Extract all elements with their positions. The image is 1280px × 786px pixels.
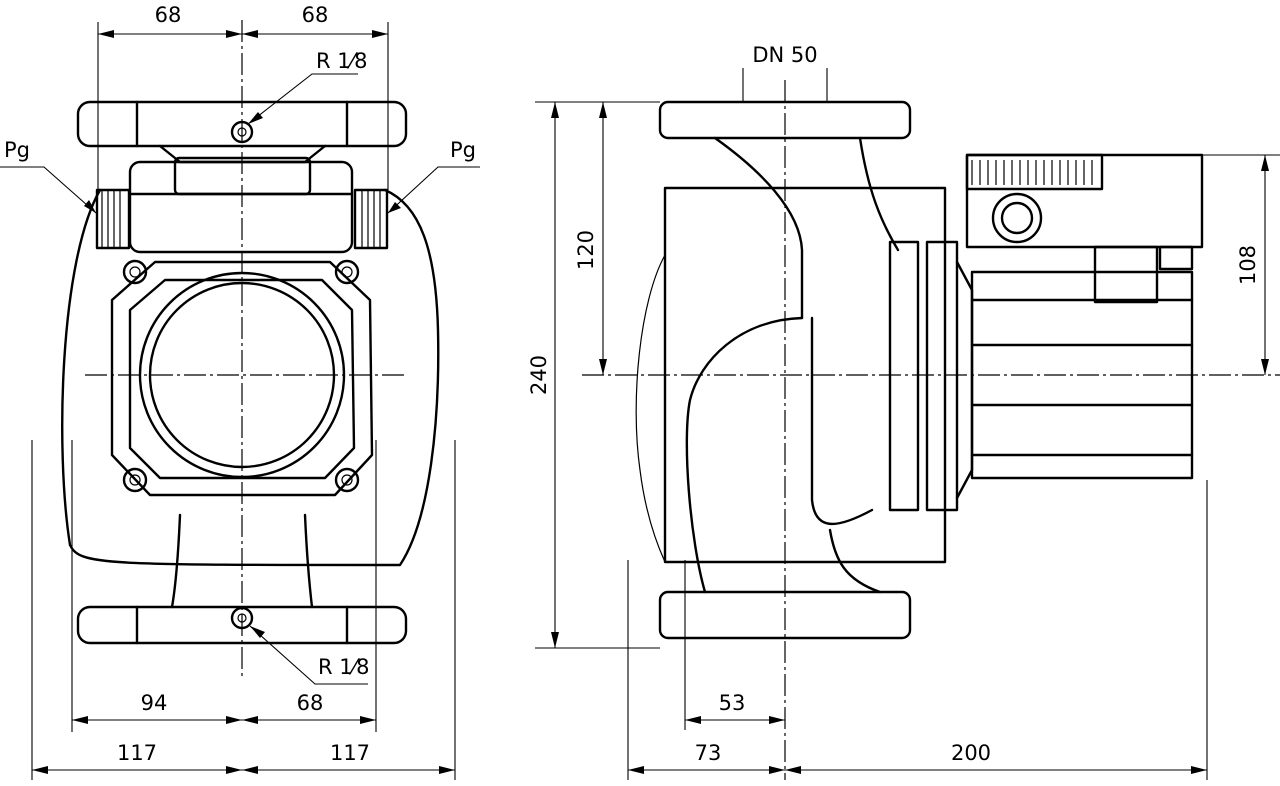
dim-height-240: 240 bbox=[527, 355, 551, 395]
pg-right-label: Pg bbox=[450, 138, 476, 162]
thread-bottom-label: R 1⁄8 bbox=[318, 655, 370, 679]
side-view: DN 50 240 120 108 53 73 2 bbox=[527, 43, 1280, 780]
thread-top-label: R 1⁄8 bbox=[316, 49, 368, 73]
dim-top-left: 68 bbox=[155, 3, 182, 27]
dim-73: 73 bbox=[695, 741, 722, 765]
front-view: 68 68 94 68 117 117 R 1⁄8 R 1⁄8 Pg Pg bbox=[0, 3, 480, 780]
dim-53: 53 bbox=[719, 691, 746, 715]
pg-left-label: Pg bbox=[4, 138, 30, 162]
dim-inner-left: 94 bbox=[141, 691, 168, 715]
dim-outer-right: 117 bbox=[330, 741, 370, 765]
dn-label: DN 50 bbox=[752, 43, 817, 67]
dim-outer-left: 117 bbox=[117, 741, 157, 765]
dim-height-120: 120 bbox=[574, 230, 598, 270]
dim-height-108: 108 bbox=[1236, 245, 1260, 285]
dim-200: 200 bbox=[951, 741, 991, 765]
dim-top-right: 68 bbox=[302, 3, 329, 27]
dim-inner-right: 68 bbox=[297, 691, 324, 715]
